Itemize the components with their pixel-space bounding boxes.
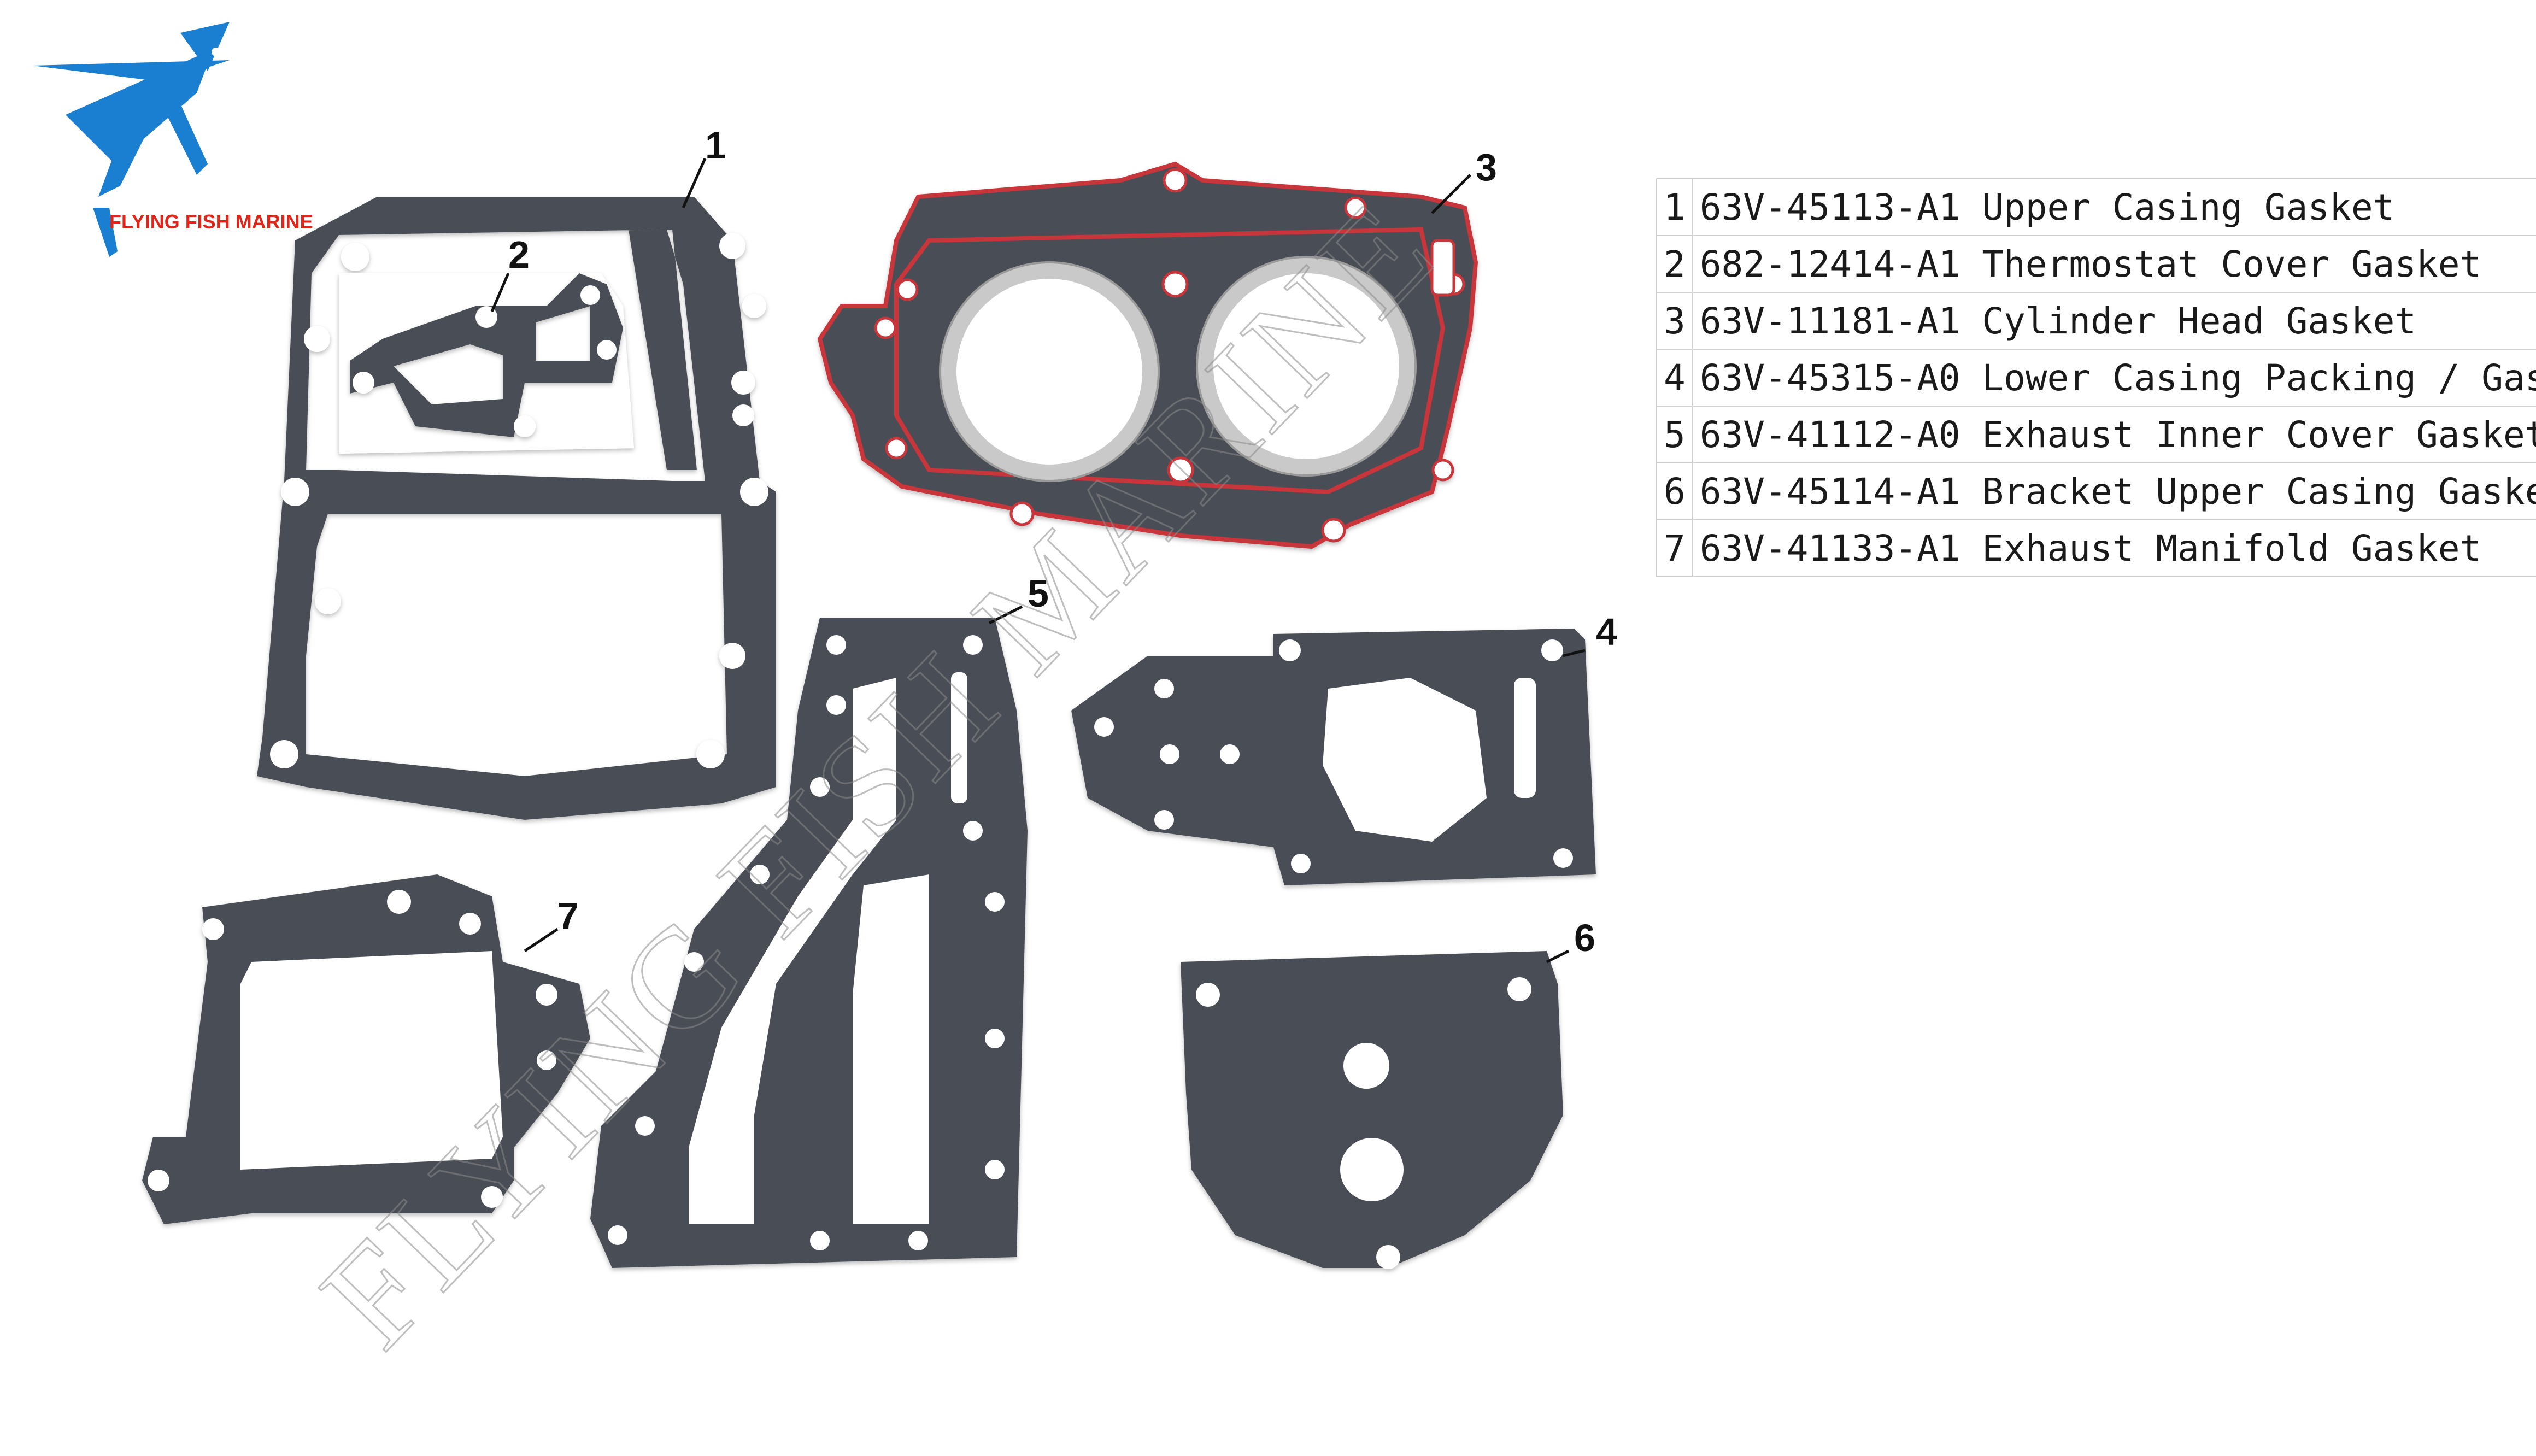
part-code: 63V-41133-A1 (1699, 527, 1960, 570)
gasket-6-bracket-upper-casing (1181, 951, 1563, 1269)
table-row: 6 63V-45114-A1 Bracket Upper Casing Gask… (1656, 462, 2536, 520)
part-description: 63V-41112-A0 Exhaust Inner Cover Gasket (1692, 406, 2536, 463)
gasket-5-exhaust-inner-cover (590, 618, 1028, 1268)
part-number: 7 (1656, 519, 1693, 577)
table-row: 2 682-12414-A1 Thermostat Cover Gasket (1656, 235, 2536, 293)
parts-table: 1 63V-45113-A1 Upper Casing Gasket 2 682… (1656, 178, 2536, 577)
part-code: 682-12414-A1 (1699, 243, 1960, 285)
gasket-1-upper-casing (257, 197, 776, 820)
part-number: 5 (1656, 406, 1693, 463)
part-number: 3 (1656, 292, 1693, 350)
part-description: 63V-45114-A1 Bracket Upper Casing Gasket (1692, 462, 2536, 520)
part-code: 63V-45315-A0 (1699, 356, 1960, 399)
part-code: 63V-41112-A0 (1699, 413, 1960, 456)
part-number: 1 (1656, 178, 1693, 236)
callouts: 1 2 3 4 5 6 7 (508, 124, 1617, 959)
gasket-4-lower-casing (1071, 629, 1596, 885)
part-number: 6 (1656, 462, 1693, 520)
part-name: Cylinder Head Gasket (1982, 300, 2417, 342)
part-code: 63V-11181-A1 (1699, 300, 1960, 342)
callout-3: 3 (1476, 146, 1497, 189)
callout-5: 5 (1028, 572, 1049, 615)
part-number: 4 (1656, 349, 1693, 407)
part-description: 63V-41133-A1 Exhaust Manifold Gasket (1692, 519, 2536, 577)
table-row: 5 63V-41112-A0 Exhaust Inner Cover Gaske… (1656, 406, 2536, 463)
part-description: 682-12414-A1 Thermostat Cover Gasket (1692, 235, 2536, 293)
part-name: Upper Casing Gasket (1982, 186, 2395, 228)
part-name: Lower Casing Packing / Gasket (1982, 356, 2536, 399)
callout-1: 1 (705, 124, 726, 167)
callout-7: 7 (557, 895, 579, 937)
part-description: 63V-45113-A1 Upper Casing Gasket (1692, 178, 2536, 236)
part-code: 63V-45113-A1 (1699, 186, 1960, 228)
part-name: Exhaust Inner Cover Gasket (1982, 413, 2536, 456)
part-number: 2 (1656, 235, 1693, 293)
part-name: Thermostat Cover Gasket (1982, 243, 2482, 285)
gasket-7-exhaust-manifold (142, 874, 590, 1224)
part-name: Bracket Upper Casing Gasket (1982, 470, 2536, 513)
part-name: Exhaust Manifold Gasket (1982, 527, 2482, 570)
callout-leaders (490, 157, 1586, 964)
part-description: 63V-11181-A1 Cylinder Head Gasket (1692, 292, 2536, 350)
brand-logo: FLYING FISH MARINE (33, 22, 313, 257)
part-code: 63V-45114-A1 (1699, 470, 1960, 513)
table-row: 7 63V-41133-A1 Exhaust Manifold Gasket (1656, 519, 2536, 577)
flying-fish-icon (33, 22, 230, 257)
table-row: 4 63V-45315-A0 Lower Casing Packing / Ga… (1656, 349, 2536, 407)
table-row: 3 63V-11181-A1 Cylinder Head Gasket (1656, 292, 2536, 350)
callout-2: 2 (508, 233, 530, 276)
callout-4: 4 (1596, 610, 1617, 653)
part-description: 63V-45315-A0 Lower Casing Packing / Gask… (1692, 349, 2536, 407)
callout-6: 6 (1574, 917, 1595, 959)
logo-text: FLYING FISH MARINE (109, 210, 313, 233)
table-row: 1 63V-45113-A1 Upper Casing Gasket (1656, 178, 2536, 236)
gasket-3-cylinder-head (817, 161, 1478, 549)
